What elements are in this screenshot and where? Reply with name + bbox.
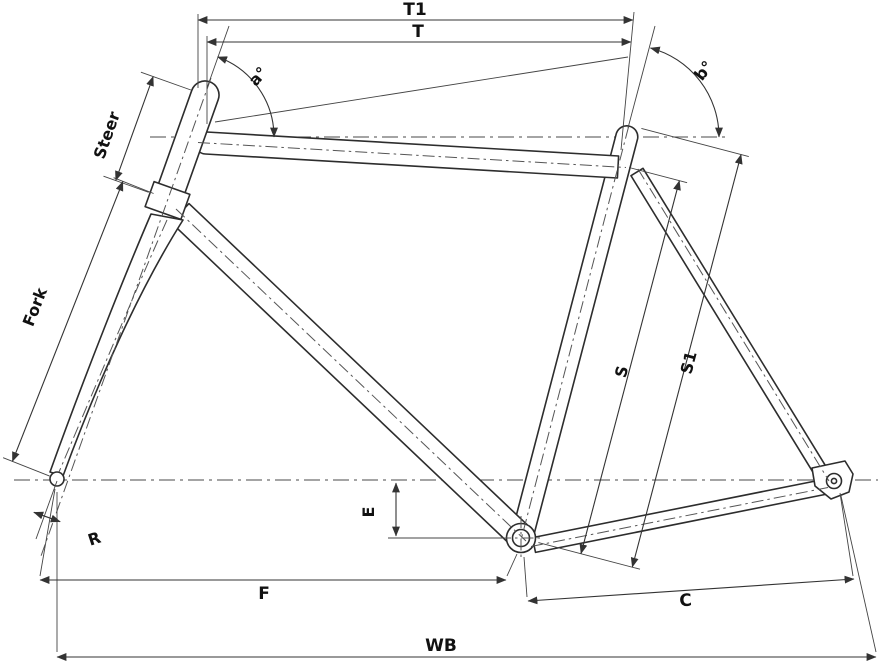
dimension-lines	[11, 16, 877, 661]
fork-tick-bottom	[2, 457, 50, 477]
label-seat-tube: S	[611, 364, 632, 380]
steering-axis-centerline	[40, 77, 212, 557]
label-fork: Fork	[19, 285, 51, 329]
chain-stay-centerline	[530, 487, 829, 547]
label-bb-drop: E	[359, 507, 378, 518]
seat-axis-extension	[627, 25, 656, 129]
ext-c-right	[839, 492, 854, 577]
dim-steerer	[115, 76, 154, 181]
ext-c-left	[523, 556, 528, 598]
label-chainstay: C	[679, 591, 693, 612]
dim-seat-tube-full	[630, 154, 743, 568]
construction-line	[214, 56, 629, 123]
main-centerlines	[14, 136, 878, 481]
frame	[49, 80, 854, 554]
label-rake: R	[86, 528, 104, 550]
steer-tick-bottom	[103, 175, 149, 193]
front-dropout	[49, 471, 65, 487]
steer-tick-top	[140, 71, 192, 91]
dim-head-angle-arc	[217, 56, 278, 138]
ext-t-right	[620, 11, 635, 151]
dim-rake	[33, 511, 61, 523]
ext-wb-right	[840, 495, 877, 653]
label-top-tube: T	[412, 22, 424, 42]
top-tube-centerline	[197, 142, 627, 168]
rake-parallel-line	[35, 480, 58, 540]
down-tube	[170, 202, 528, 545]
dim-chainstay	[527, 575, 855, 605]
label-seat-tube-full: S1	[677, 349, 701, 376]
label-top-tube-horizontal: T1	[403, 0, 426, 20]
seat-stay-centerline	[637, 168, 830, 482]
label-steerer: Steer	[90, 109, 124, 161]
label-seat-angle: b°	[690, 57, 717, 84]
dim-fork	[11, 180, 124, 462]
seat-stay	[630, 167, 833, 485]
fork-blade	[49, 213, 184, 477]
down-tube-centerline	[175, 208, 527, 542]
dim-seat-angle-arc	[649, 46, 723, 138]
extension-lines	[2, 11, 877, 653]
rear-axle-center	[830, 477, 838, 485]
ext-f-right	[506, 553, 518, 577]
s-s1-tick-bottom	[538, 542, 641, 570]
chain-stay	[531, 478, 827, 554]
label-front-center: F	[258, 584, 270, 604]
ext-f-left	[39, 488, 56, 577]
s1-tick-top	[641, 127, 749, 158]
label-head-angle: a°	[245, 63, 272, 90]
label-wheelbase: WB	[425, 636, 457, 656]
